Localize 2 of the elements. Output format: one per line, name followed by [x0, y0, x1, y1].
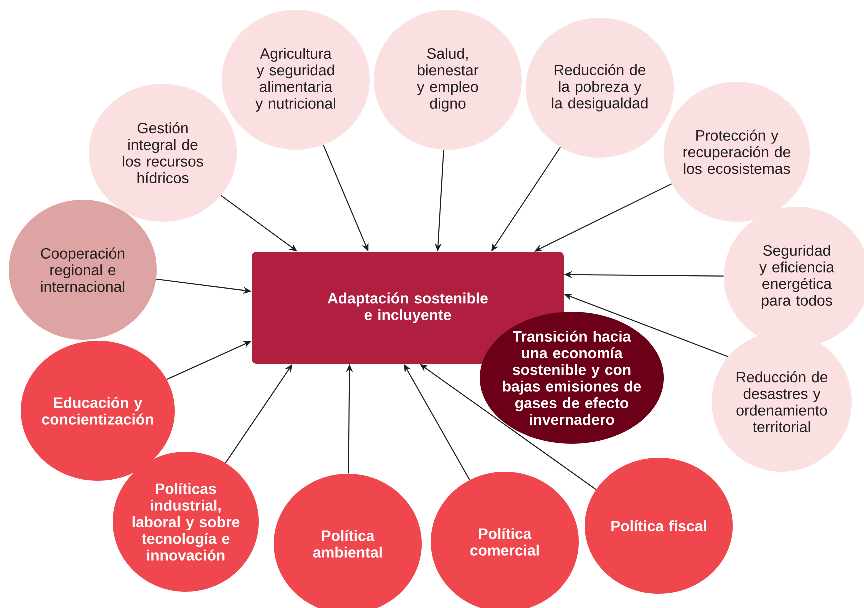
node-label: Seguridad y eficiencia energética para todos — [760, 245, 834, 309]
node-label: Reducción de desastres y ordenamiento territorial — [736, 371, 828, 433]
